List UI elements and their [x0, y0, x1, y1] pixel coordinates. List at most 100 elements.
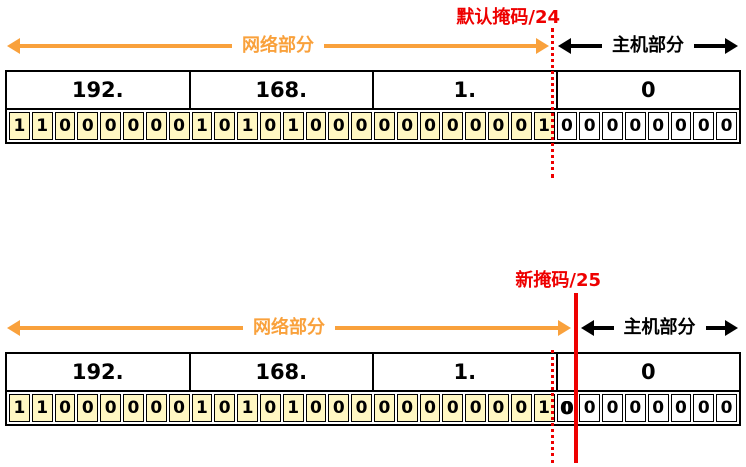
bit-cell: 0 [123, 112, 144, 140]
bit-cell: 0 [77, 394, 99, 422]
bit-cell: 0 [419, 394, 441, 422]
octet-label: 1. [374, 72, 558, 108]
bit-cell: 0 [602, 112, 623, 140]
bit-cell: 0 [624, 112, 646, 140]
bit-cell: 0 [442, 112, 464, 140]
bit-cell: 0 [351, 112, 372, 140]
octet-row: 192.168.1.0 [7, 354, 739, 392]
bit-cell: 0 [716, 394, 737, 422]
bit-cell: 0 [510, 112, 532, 140]
bit-cell: 1 [31, 112, 53, 140]
arrow-line [335, 326, 558, 330]
bit-cell: 0 [624, 394, 646, 422]
bit-cell: 0 [328, 394, 350, 422]
mask-24-boundary-line [551, 350, 554, 463]
bit-cell: 0 [602, 394, 623, 422]
network-portion-arrow: 网络部分 [7, 37, 549, 55]
network-portion-label: 网络部分 [242, 35, 314, 56]
bit-cell: 0 [305, 112, 327, 140]
bit-cell: 1 [282, 112, 304, 140]
arrow-right-head-icon [725, 320, 738, 336]
host-portion-arrow: 主机部分 [558, 37, 738, 55]
mask-24-boundary-line [551, 28, 554, 178]
bit-cell: 0 [647, 394, 669, 422]
arrow-line [324, 44, 536, 48]
arrow-line [694, 44, 725, 48]
arrow-line [20, 326, 243, 330]
bit-cell: 0 [168, 112, 190, 140]
bit-cell: 0 [693, 112, 715, 140]
bit-cell: 0 [145, 394, 167, 422]
bit-cell: 0 [488, 112, 509, 140]
octet-label: 1. [374, 354, 558, 390]
network-portion-label: 网络部分 [253, 317, 325, 338]
bit-cell: 0 [670, 112, 692, 140]
arrow-line [594, 326, 614, 330]
arrow-line [20, 44, 232, 48]
bit-cell: 0 [579, 112, 601, 140]
bit-cell: 1 [9, 112, 30, 140]
bit-cell: 0 [488, 394, 509, 422]
bit-cell: 0 [123, 394, 144, 422]
bit-cell: 0 [396, 394, 418, 422]
arrow-left-head-icon [7, 38, 20, 54]
arrow-line [705, 326, 725, 330]
host-portion-label: 主机部分 [612, 35, 684, 56]
octet-label: 168. [190, 354, 374, 390]
arrow-right-head-icon [725, 38, 738, 54]
arrow-line [571, 44, 602, 48]
octet-label: 168. [190, 72, 374, 108]
bit-cell: 0 [214, 112, 236, 140]
arrow-left-head-icon [7, 320, 20, 336]
octet-label: 0 [557, 354, 739, 390]
octet-label: 192. [7, 72, 191, 108]
arrow-left-head-icon [581, 320, 594, 336]
bit-cell: 1 [237, 394, 258, 422]
network-portion-arrow: 网络部分 [7, 319, 571, 337]
bit-cell: 1 [533, 112, 555, 140]
arrow-right-head-icon [536, 38, 549, 54]
bit-cell: 1 [282, 394, 304, 422]
default-mask-label: 默认掩码/24 [456, 7, 560, 28]
bit-cell: 1 [237, 112, 258, 140]
bit-cell: 0 [305, 394, 327, 422]
bit-cell: 1 [31, 394, 53, 422]
mask-25-boundary-line [574, 293, 578, 463]
bit-cell: 0 [259, 394, 281, 422]
bit-cell: 0 [54, 394, 76, 422]
bit-cell: 1 [9, 394, 30, 422]
bit-cell: 0 [374, 112, 395, 140]
host-portion-label: 主机部分 [623, 317, 696, 338]
arrow-left-head-icon [558, 38, 571, 54]
bit-cell: 0 [214, 394, 236, 422]
octet-label: 0 [557, 72, 739, 108]
bit-cell: 0 [259, 112, 281, 140]
arrow-right-head-icon [558, 320, 571, 336]
bit-cell: 0 [579, 394, 601, 422]
bit-cell: 0 [145, 112, 167, 140]
new-mask-label: 新掩码/25 [515, 270, 601, 291]
bit-cell: 1 [191, 112, 213, 140]
bit-cell: 0 [716, 112, 737, 140]
bit-cell: 0 [670, 394, 692, 422]
bit-cell: 1 [191, 394, 213, 422]
bit-cell: 0 [442, 394, 464, 422]
bit-cell: 0 [396, 112, 418, 140]
bit-cell: 0 [168, 394, 190, 422]
bit-cell: 1 [533, 394, 555, 422]
bit-cell: 0 [328, 112, 350, 140]
bit-cell: 0 [693, 394, 715, 422]
bit-cell: 0 [351, 394, 372, 422]
bit-cell: 0 [54, 112, 76, 140]
bit-cell: 0 [100, 112, 122, 140]
bit-cell: 0 [419, 112, 441, 140]
bit-cell: 0 [556, 112, 578, 140]
bit-cell: 0 [465, 394, 487, 422]
host-portion-arrow: 主机部分 [581, 319, 738, 337]
bit-cell: 0 [374, 394, 395, 422]
